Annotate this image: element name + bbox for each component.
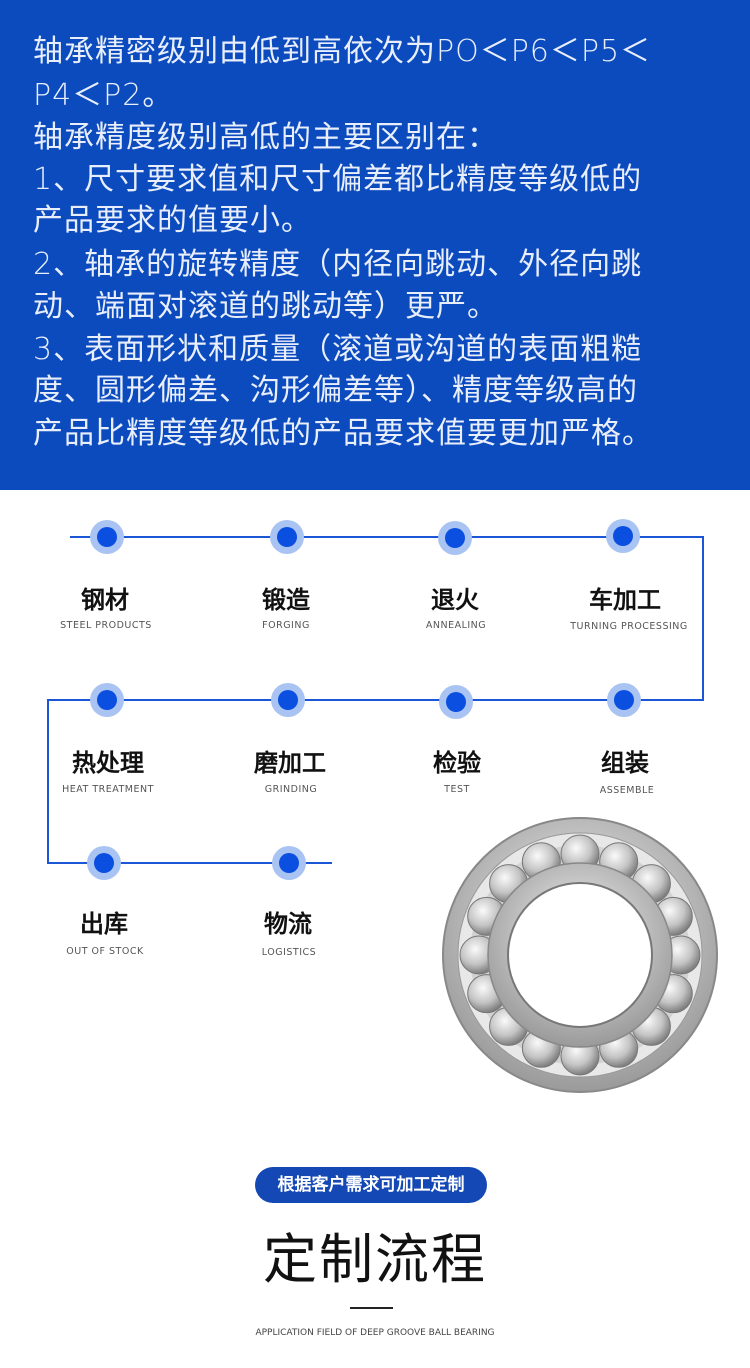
step-title: 退火 [431, 586, 479, 614]
intro-line: 3、表面形状和质量（滚道或沟道的表面粗糙 [33, 332, 643, 367]
intro-line: 动、端面对滚道的跳动等）更严。 [33, 289, 498, 324]
flow-line [47, 699, 49, 864]
step-dot-icon [271, 683, 305, 717]
intro-line: 产品比精度等级低的产品要求值要更加严格。 [33, 416, 653, 451]
step-subtitle: LOGISTICS [261, 947, 317, 958]
step-title: 物流 [264, 910, 312, 938]
intro-line: 产品要求的值要小。 [33, 203, 312, 238]
step-subtitle: ASSEMBLE [599, 785, 655, 796]
step-dot-icon [606, 519, 640, 553]
flow-line [70, 536, 704, 538]
intro-line: 轴承精度级别高低的主要区别在： [33, 120, 498, 155]
step-title: 组装 [601, 749, 649, 777]
step-title: 出库 [80, 910, 128, 938]
intro-panel: 轴承精密级别由低到高依次为PO＜P6＜P5＜ P4＜P2。 轴承精度级别高低的主… [0, 0, 750, 490]
step-subtitle: GRINDING [264, 784, 318, 795]
intro-line: 度、圆形偏差、沟形偏差等）、精度等级高的 [33, 373, 638, 408]
step-subtitle: OUT OF STOCK [66, 946, 144, 957]
step-title: 热处理 [72, 749, 144, 777]
bearing-image [442, 817, 718, 1093]
flow-line [47, 699, 704, 701]
step-dot-icon [90, 520, 124, 554]
step-subtitle: HEAT TREATMENT [62, 784, 154, 795]
flow-line [702, 536, 704, 701]
step-title: 锻造 [262, 586, 310, 614]
step-subtitle: TURNING PROCESSING [570, 621, 688, 632]
step-dot-icon [439, 685, 473, 719]
step-dot-icon [90, 683, 124, 717]
intro-line: 轴承精密级别由低到高依次为PO＜P6＜P5＜ [33, 34, 652, 69]
divider [350, 1307, 393, 1309]
step-dot-icon [438, 521, 472, 555]
step-dot-icon [607, 683, 641, 717]
step-subtitle: ANNEALING [425, 620, 487, 631]
step-title: 钢材 [81, 586, 129, 614]
intro-line: 2、轴承的旋转精度（内径向跳动、外径向跳 [33, 247, 643, 282]
step-subtitle: TEST [444, 784, 470, 795]
step-subtitle: STEEL PRODUCTS [60, 620, 152, 631]
step-title: 磨加工 [254, 749, 326, 777]
step-dot-icon [270, 520, 304, 554]
step-title: 车加工 [589, 586, 661, 614]
step-dot-icon [272, 846, 306, 880]
step-subtitle: FORGING [262, 620, 310, 631]
flow-line [47, 862, 332, 864]
section-subtitle: APPLICATION FIELD OF DEEP GROOVE BALL BE… [255, 1328, 495, 1338]
intro-line: 1、尺寸要求值和尺寸偏差都比精度等级低的 [33, 162, 643, 197]
section-title: 定制流程 [263, 1228, 487, 1291]
intro-line: P4＜P2。 [33, 78, 174, 113]
step-dot-icon [87, 846, 121, 880]
step-title: 检验 [433, 749, 481, 777]
customization-badge: 根据客户需求可加工定制 [255, 1167, 487, 1203]
